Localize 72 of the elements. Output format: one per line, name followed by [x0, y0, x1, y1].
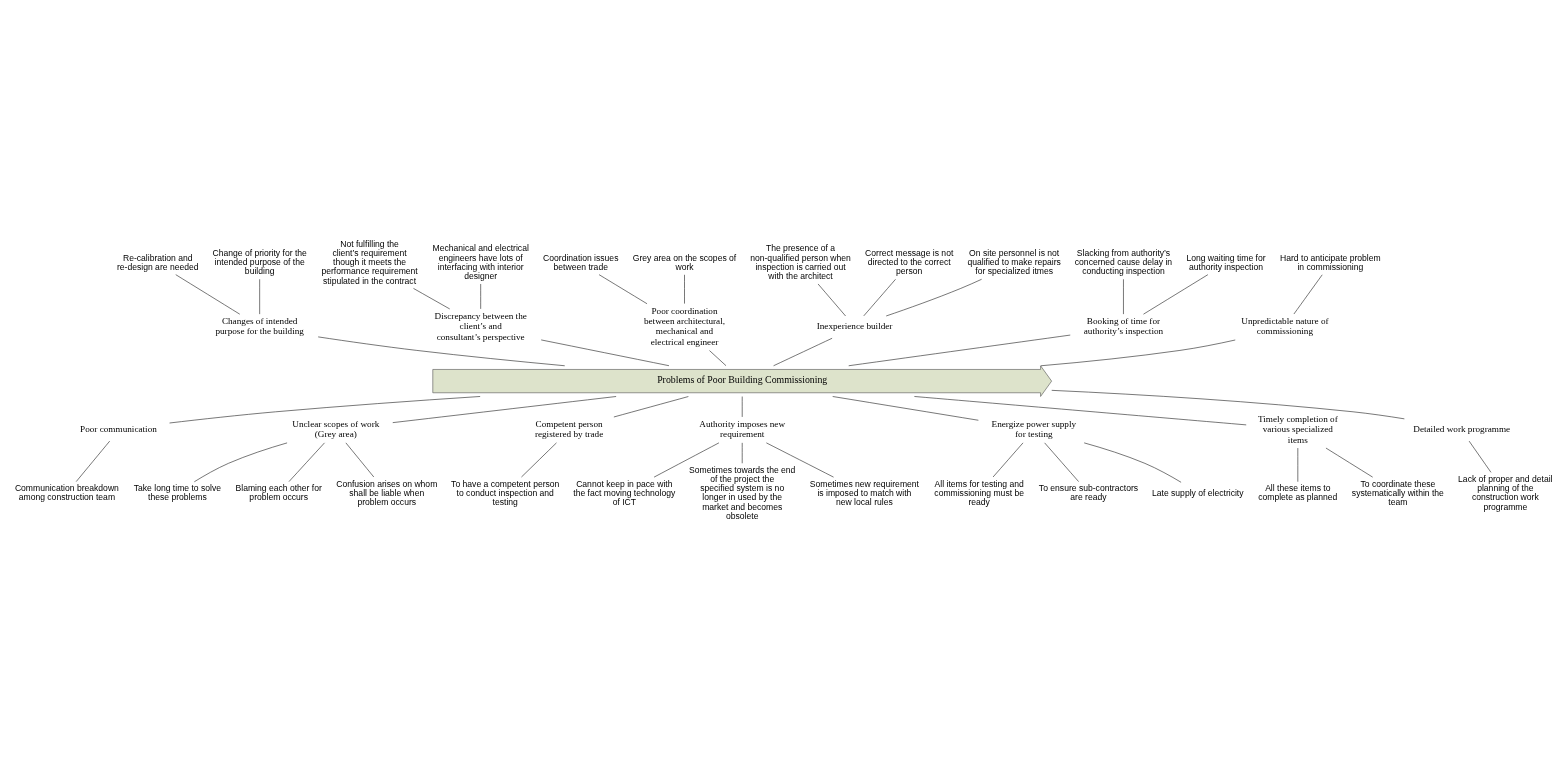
node-text: Mechanical and electrical engineers have lots of interfacing with interior designer: [432, 243, 529, 282]
connector: [848, 334, 1071, 367]
node-text: Timely completion of various specialized items: [1257, 413, 1338, 445]
connector: [1040, 339, 1236, 367]
connector: [540, 339, 670, 367]
connector: [773, 337, 833, 367]
connector: [914, 396, 1247, 426]
node-text: Confusion arises on whom shall be liable when problem occurs: [336, 478, 438, 507]
connector: [194, 442, 288, 483]
connector: [817, 283, 846, 317]
connector: [598, 274, 648, 305]
node-text: To coordinate these systematically within the team: [1351, 478, 1444, 507]
node-text: To ensure sub-contractors are ready: [1038, 483, 1139, 503]
node-text: Detailed work programme: [1413, 424, 1511, 435]
connector: [1293, 274, 1323, 315]
connector: [1325, 447, 1373, 478]
connector: [863, 278, 896, 317]
connector: [169, 396, 481, 424]
connector: [288, 442, 325, 482]
node-text: Late supply of electricity: [1151, 487, 1244, 498]
node-text: Sometimes new requirement is imposed to match with new local rules: [809, 478, 919, 507]
node-text: Competent person registered by trade: [534, 418, 604, 440]
connector: [653, 442, 720, 478]
connector: [885, 278, 982, 317]
node-text: Blaming each other for problem occurs: [235, 483, 322, 503]
node-text: Long waiting time for authority inspection: [1186, 252, 1266, 272]
node-text: Authority imposes new requirement: [699, 418, 786, 440]
connector: [832, 396, 979, 421]
node-text: Energize power supply for testing: [991, 418, 1077, 440]
connector: [992, 442, 1024, 478]
connector: [1044, 442, 1079, 482]
node-text: On site personnel is not qualified to make repairs for specialized itmes: [967, 248, 1061, 277]
node-text: All items for testing and commissioning must be ready: [934, 478, 1025, 507]
connector: [613, 396, 689, 418]
node-text: All these items to complete as planned: [1258, 483, 1338, 503]
node-text: Cannot keep in pace with the fact moving technology of ICT: [573, 478, 676, 507]
node-text: Slacking from authority’s concerned cause delay in conducting inspection: [1074, 248, 1173, 277]
connector: [175, 274, 241, 315]
connector: [1083, 442, 1182, 483]
node-text: Coordination issues between trade: [543, 252, 619, 272]
node-text: The presence of a non-qualified person when inspection is carried out with the architect: [750, 243, 851, 282]
connector: [1051, 390, 1405, 420]
node-text: Booking of time for authority’s inspection: [1083, 316, 1164, 337]
connector: [521, 442, 557, 478]
connector: [392, 396, 617, 423]
node-text: Take long time to solve these problems: [133, 483, 222, 503]
node-text: Unpredictable nature of commissioning: [1241, 316, 1329, 337]
connector: [1468, 440, 1492, 473]
connector: [709, 350, 727, 366]
connector: [766, 442, 834, 478]
connector: [1143, 274, 1209, 315]
node-text: Poor coordination between architectural, mechanical and electrical engineer: [643, 305, 726, 347]
node-text: Hard to anticipate problem in commissioning: [1280, 252, 1381, 272]
connector: [345, 442, 375, 478]
node-text: Re-calibration and re-design are needed: [116, 252, 199, 272]
node-text: Change of priority for the intended purpose of the building: [212, 248, 307, 277]
connector: [413, 288, 451, 310]
node-text: Communication breakdown among construction team: [14, 483, 119, 503]
connector: [75, 440, 111, 482]
node-text: Grey area on the scopes of work: [632, 252, 737, 272]
node-text: Correct message is not directed to the correct person: [865, 248, 954, 277]
node-text: Inexperience builder: [816, 321, 893, 332]
node-text: Lack of proper and detail planning of the construction work programme: [1458, 473, 1553, 512]
node-text: Discrepancy between the client’s and consultant’s perspective: [434, 310, 527, 342]
connector: [684, 274, 685, 304]
node-text: Unclear scopes of work (Grey area): [292, 418, 380, 440]
node-text: To have a competent person to conduct inspection and testing: [451, 478, 560, 507]
node-text: Not fulfilling the client’s requirement though it meets the performance requirement stipulated in the contract: [321, 238, 418, 286]
connector: [317, 336, 566, 367]
node-text: Poor communication: [80, 424, 157, 435]
node-text: Changes of intended purpose for the building: [215, 316, 304, 337]
node-text: Sometimes towards the end of the project the specified system is no longer in used by the market and becomes obsolete: [689, 464, 796, 521]
